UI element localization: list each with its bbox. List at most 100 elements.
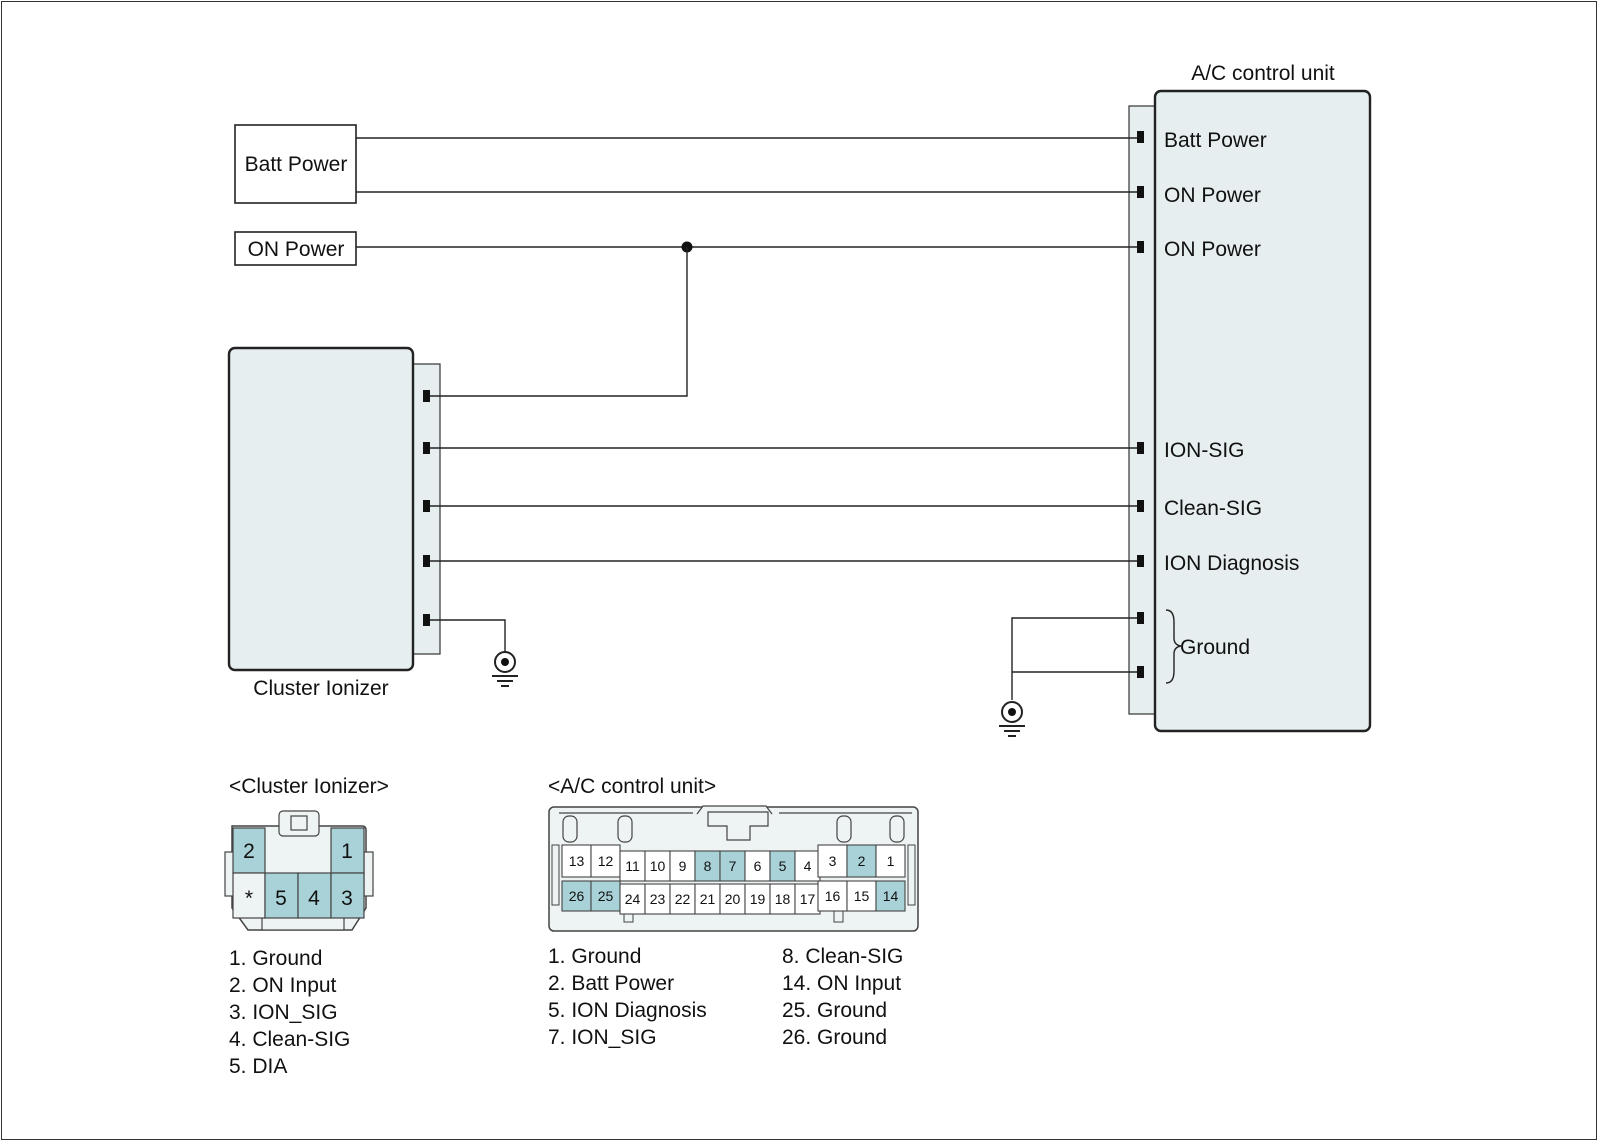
ac-pin-label: 1 bbox=[887, 853, 895, 869]
ac-pin-label: 8 bbox=[704, 858, 712, 874]
ac-pin-label: 16 bbox=[825, 888, 841, 904]
ionizer-pin-label: * bbox=[245, 887, 253, 910]
ionizer-connector-title: <Cluster Ionizer> bbox=[229, 775, 389, 798]
ac-pin-cell bbox=[744, 883, 771, 915]
ac-pin-label: 13 bbox=[569, 853, 585, 869]
ground-brace bbox=[1165, 609, 1182, 684]
batt-power-source-label: Batt Power bbox=[245, 153, 348, 176]
ac-unit-body bbox=[1153, 89, 1372, 733]
ac-pin-label: 11 bbox=[625, 858, 640, 874]
ac-pin-cell bbox=[590, 880, 621, 912]
ac-unit-title: A/C control unit bbox=[1191, 62, 1335, 85]
ac-pin-cell bbox=[619, 850, 646, 882]
ac-pin-marker bbox=[1137, 666, 1144, 678]
ac-pin-label: 4 bbox=[804, 858, 812, 874]
wire-ionizer-ground bbox=[430, 619, 506, 652]
on-power-source-label: ON Power bbox=[248, 238, 345, 261]
ionizer-pin-marker bbox=[423, 555, 430, 567]
ac-legend-item: 7. ION_SIG bbox=[548, 1026, 657, 1049]
ac-pin-cell bbox=[694, 850, 721, 882]
ac-legend-item: 2. Batt Power bbox=[548, 972, 674, 995]
ac-pin-marker bbox=[1137, 612, 1144, 624]
ionizer-pin-marker bbox=[423, 390, 430, 402]
ac-pin-label: 3 bbox=[829, 853, 837, 869]
ac-pin-marker bbox=[1137, 241, 1144, 253]
ac-pin-cell bbox=[694, 883, 721, 915]
ac-pin-label: 18 bbox=[775, 891, 791, 907]
ac-pin-label: 24 bbox=[625, 891, 641, 907]
ac-pin-cell bbox=[719, 883, 746, 915]
ac-pin-label: 21 bbox=[700, 891, 716, 907]
ac-terminal-ion-diagnosis: ION Diagnosis bbox=[1164, 552, 1299, 575]
ionizer-legend-item: 3. ION_SIG bbox=[229, 1001, 338, 1024]
ac-pin-label: 26 bbox=[569, 888, 585, 904]
ac-pin-label: 2 bbox=[858, 853, 866, 869]
ac-pin-label: 17 bbox=[800, 891, 816, 907]
ac-legend-item: 1. Ground bbox=[548, 945, 641, 968]
ac-legend-right: 8. Clean-SIG 14. ON Input 25. Ground 26.… bbox=[782, 945, 903, 1049]
ac-terminal-batt-power: Batt Power bbox=[1164, 129, 1267, 152]
ac-pin-label: 22 bbox=[675, 891, 691, 907]
ac-pin-cell bbox=[875, 880, 906, 912]
ac-pin-label: 7 bbox=[729, 858, 737, 874]
ionizer-legend-item: 2. ON Input bbox=[229, 974, 337, 997]
ac-pin-cell bbox=[719, 850, 746, 882]
ionizer-pin-label: 3 bbox=[341, 887, 353, 910]
ac-pin-cell bbox=[561, 880, 592, 912]
ac-legend-item: 8. Clean-SIG bbox=[782, 945, 903, 968]
batt-power-source-box bbox=[234, 124, 357, 204]
ionizer-legend: 1. Ground 2. ON Input 3. ION_SIG 4. Clea… bbox=[229, 947, 350, 1078]
ac-pin-label: 25 bbox=[598, 888, 614, 904]
ac-pin-label: 14 bbox=[883, 888, 899, 904]
ac-pin-marker bbox=[1137, 442, 1144, 454]
ionizer-pin-marker bbox=[423, 442, 430, 454]
ac-pin-cell bbox=[846, 844, 877, 878]
ac-pin-label: 19 bbox=[750, 891, 766, 907]
wire-ionizer-on-input bbox=[430, 247, 688, 397]
ac-legend-item: 25. Ground bbox=[782, 999, 887, 1022]
ac-pin-label: 15 bbox=[854, 888, 870, 904]
ionizer-pin-marker bbox=[423, 500, 430, 512]
ac-terminal-ion-sig: ION-SIG bbox=[1164, 439, 1245, 462]
ac-pin-label: 23 bbox=[650, 891, 666, 907]
ac-terminal-ground: Ground bbox=[1180, 636, 1250, 659]
ionizer-body bbox=[227, 346, 415, 672]
ac-pin-cell bbox=[744, 850, 771, 882]
ionizer-legend-item: 1. Ground bbox=[229, 947, 322, 970]
ac-pin-cell bbox=[875, 844, 906, 878]
ionizer-pin-label: 1 bbox=[341, 840, 353, 863]
ionizer-legend-item: 4. Clean-SIG bbox=[229, 1028, 350, 1051]
ac-pin-label: 12 bbox=[598, 853, 614, 869]
ac-pin-label: 9 bbox=[679, 858, 687, 874]
on-power-source-box bbox=[234, 231, 357, 266]
ac-legend-item: 5. ION Diagnosis bbox=[548, 999, 707, 1022]
ac-terminal-on-power-2: ON Power bbox=[1164, 238, 1261, 261]
ac-pin-label: 6 bbox=[754, 858, 762, 874]
ac-pin-cell bbox=[644, 883, 671, 915]
ionizer-pin-label: 2 bbox=[243, 840, 255, 863]
ground-icon bbox=[492, 651, 518, 687]
wire-ac-ground-1 bbox=[1011, 617, 1137, 700]
ac-pin-cell bbox=[561, 844, 592, 878]
ionizer-pin-label: 5 bbox=[275, 887, 287, 910]
ac-pin-cell bbox=[794, 883, 821, 915]
ac-connector-title: <A/C control unit> bbox=[548, 775, 716, 798]
ac-pin-cell bbox=[846, 880, 877, 912]
ionizer-pin-label: 4 bbox=[308, 887, 320, 910]
ionizer-legend-item: 5. DIA bbox=[229, 1055, 287, 1078]
ac-legend-item: 14. ON Input bbox=[782, 972, 901, 995]
ac-pin-marker bbox=[1137, 131, 1144, 143]
ionizer-connector-face bbox=[224, 810, 374, 931]
ac-pin-cell bbox=[619, 883, 646, 915]
ac-pin-cell bbox=[644, 850, 671, 882]
ac-pin-label: 5 bbox=[779, 858, 787, 874]
ground-icon bbox=[999, 701, 1025, 737]
ac-pin-cell bbox=[817, 880, 848, 912]
ac-legend-item: 26. Ground bbox=[782, 1026, 887, 1049]
ac-pin-marker bbox=[1137, 555, 1144, 567]
ac-terminal-on-power-1: ON Power bbox=[1164, 184, 1261, 207]
ac-pin-label: 10 bbox=[650, 858, 666, 874]
